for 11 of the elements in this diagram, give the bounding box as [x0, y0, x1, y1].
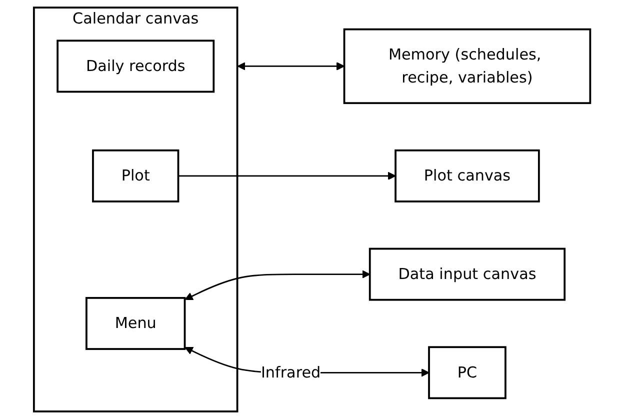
node-box: Plot	[92, 149, 180, 202]
arrow	[178, 172, 396, 180]
arrow	[237, 62, 345, 70]
node-box: Daily records	[56, 40, 215, 93]
edge-label: Infrared	[260, 363, 321, 382]
node-box: Memory (schedules, recipe, variables)	[343, 28, 592, 104]
node-box: Plot canvas	[394, 149, 540, 202]
arrow	[184, 270, 370, 300]
node-box: Data input canvas	[368, 248, 566, 301]
node-box: PC	[428, 346, 506, 400]
node-box: Menu	[85, 297, 186, 350]
